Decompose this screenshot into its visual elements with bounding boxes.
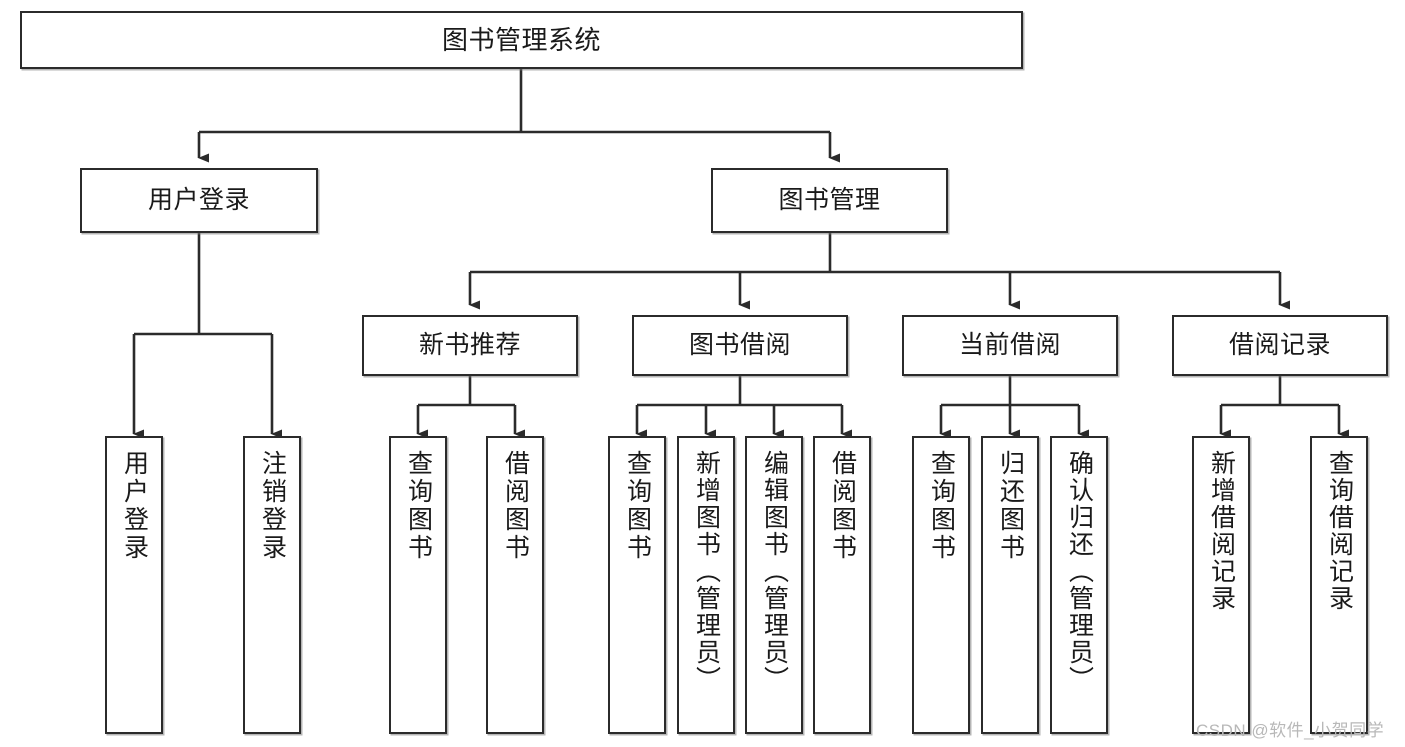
node-leaf-query-book-3[interactable]: 查询图书 (912, 436, 970, 734)
node-leaf-query-book-3-label: 查询图书 (927, 450, 956, 562)
node-borrow-record[interactable]: 借阅记录 (1172, 315, 1388, 376)
node-leaf-query-record-label: 查询借阅记录 (1325, 450, 1354, 612)
node-book-borrow-label: 图书借阅 (688, 330, 791, 359)
node-leaf-query-book-2[interactable]: 查询图书 (608, 436, 666, 734)
node-leaf-user-login[interactable]: 用户登录 (105, 436, 163, 734)
node-leaf-query-book-1[interactable]: 查询图书 (389, 436, 447, 734)
node-leaf-logout-login-label: 注销登录 (258, 450, 287, 562)
node-leaf-add-book[interactable]: 新增图书（管理员） (677, 436, 735, 734)
node-current-borrow[interactable]: 当前借阅 (902, 315, 1118, 376)
node-leaf-edit-book[interactable]: 编辑图书（管理员） (745, 436, 803, 734)
node-leaf-logout-login[interactable]: 注销登录 (243, 436, 301, 734)
node-root-system[interactable]: 图书管理系统 (20, 11, 1023, 69)
node-root-system-label: 图书管理系统 (441, 24, 601, 55)
node-current-borrow-label: 当前借阅 (958, 330, 1061, 359)
node-book-management-label: 图书管理 (778, 185, 881, 214)
node-leaf-query-book-1-label: 查询图书 (404, 450, 433, 562)
node-leaf-add-book-label: 新增图书（管理员） (692, 450, 721, 693)
node-leaf-return-book[interactable]: 归还图书 (981, 436, 1039, 734)
node-borrow-record-label: 借阅记录 (1228, 330, 1331, 359)
node-leaf-confirm-return[interactable]: 确认归还（管理员） (1050, 436, 1108, 734)
node-leaf-return-book-label: 归还图书 (996, 450, 1025, 562)
node-leaf-borrow-book-1-label: 借阅图书 (501, 450, 530, 562)
node-leaf-add-record[interactable]: 新增借阅记录 (1192, 436, 1250, 734)
node-leaf-borrow-book-2-label: 借阅图书 (828, 450, 857, 562)
node-leaf-query-record[interactable]: 查询借阅记录 (1310, 436, 1368, 734)
node-book-management[interactable]: 图书管理 (711, 168, 948, 233)
node-leaf-query-book-2-label: 查询图书 (623, 450, 652, 562)
node-leaf-add-record-label: 新增借阅记录 (1207, 450, 1236, 612)
node-leaf-edit-book-label: 编辑图书（管理员） (760, 450, 789, 693)
watermark: CSDN @软件_小贺同学 (1196, 721, 1385, 740)
node-leaf-confirm-return-label: 确认归还（管理员） (1065, 450, 1094, 693)
node-user-login[interactable]: 用户登录 (80, 168, 318, 233)
node-user-login-label: 用户登录 (147, 185, 250, 214)
node-book-borrow[interactable]: 图书借阅 (632, 315, 848, 376)
node-leaf-user-login-label: 用户登录 (120, 450, 149, 562)
node-leaf-borrow-book-2[interactable]: 借阅图书 (813, 436, 871, 734)
node-leaf-borrow-book-1[interactable]: 借阅图书 (486, 436, 544, 734)
node-new-book-recommend-label: 新书推荐 (418, 330, 521, 359)
node-new-book-recommend[interactable]: 新书推荐 (362, 315, 578, 376)
